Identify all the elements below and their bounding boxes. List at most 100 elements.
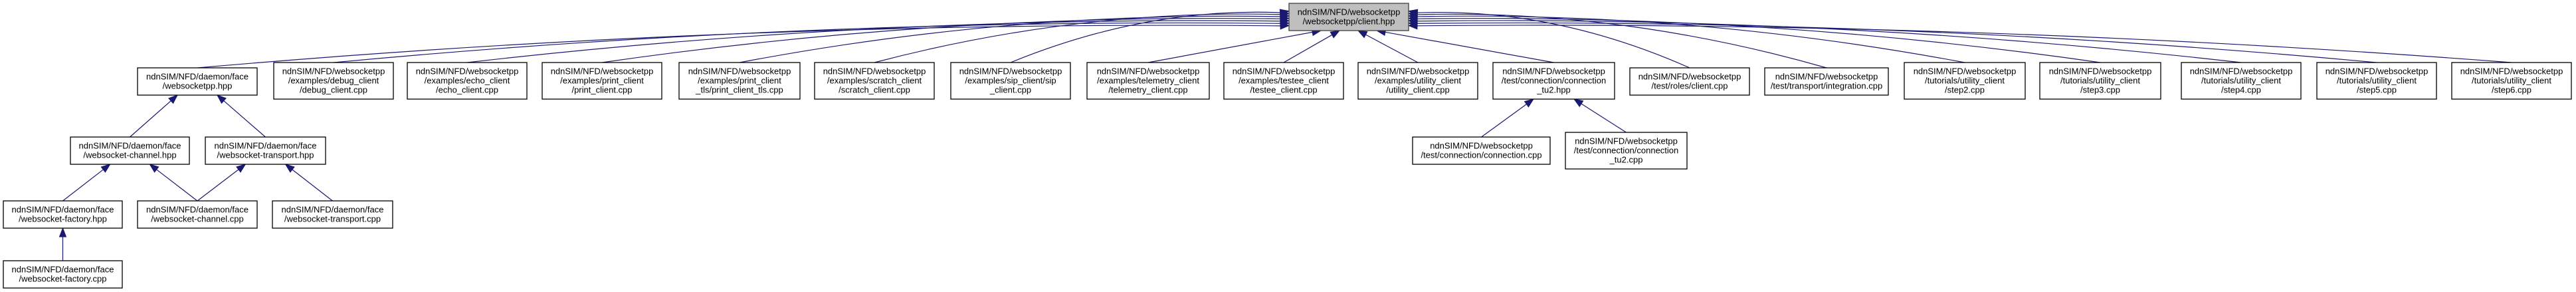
file-node[interactable]: ndnSIM/NFD/daemon/face/websocket-channel…: [70, 136, 190, 165]
node-box[interactable]: [1565, 132, 1688, 170]
file-node[interactable]: ndnSIM/NFD/websocketpp/tutorials/utility…: [1904, 62, 2026, 100]
file-node[interactable]: ndnSIM/NFD/websocketpp/test/roles/client…: [1629, 67, 1750, 96]
node-box[interactable]: [950, 62, 1071, 100]
edge-sip_client-to-client_hpp: [1010, 11, 1281, 63]
node-box[interactable]: [1223, 62, 1344, 100]
file-node[interactable]: ndnSIM/NFD/websocketpp/test/connection/c…: [1565, 132, 1688, 170]
node-box[interactable]: [1086, 62, 1210, 100]
node-box[interactable]: [1764, 67, 1889, 96]
node-box[interactable]: [1357, 62, 1478, 100]
file-node[interactable]: ndnSIM/NFD/websocketpp/tutorials/utility…: [2451, 62, 2572, 100]
file-node[interactable]: ndnSIM/NFD/websocketpp/tutorials/utility…: [2181, 62, 2302, 100]
edge-step6-to-client_hpp: [1417, 25, 2512, 63]
node-label-line: _tu2.hpp: [1536, 85, 1571, 95]
file-node[interactable]: ndnSIM/NFD/websocketpp/examples/echo_cli…: [407, 62, 528, 100]
edge-telemetry_client-to-client_hpp: [1147, 31, 1313, 63]
node-label-line: ndnSIM/NFD/daemon/face: [12, 205, 114, 215]
file-node[interactable]: ndnSIM/NFD/websocketpp/examples/scratch_…: [814, 62, 935, 100]
node-label-line: ndnSIM/NFD/daemon/face: [282, 205, 384, 215]
node-box[interactable]: [137, 67, 258, 96]
node-label-line: ndnSIM/NFD/websocketpp: [1367, 67, 1470, 76]
file-node[interactable]: ndnSIM/NFD/daemon/face/websocket-channel…: [137, 200, 258, 229]
arrowhead-icon: [1573, 98, 1584, 108]
node-label-line: /test/connection/connection.cpp: [1421, 150, 1541, 160]
node-label-line: /examples/testee_client: [1238, 76, 1329, 86]
file-node[interactable]: ndnSIM/NFD/daemon/face/websocket-factory…: [3, 260, 123, 289]
arrowhead-icon: [284, 164, 295, 173]
file-node[interactable]: ndnSIM/NFD/websocketpp/examples/telemetr…: [1086, 62, 1210, 100]
file-node[interactable]: ndnSIM/NFD/daemon/face/websocket-transpo…: [272, 200, 393, 229]
file-node[interactable]: ndnSIM/NFD/websocketpp/examples/print_cl…: [678, 62, 801, 100]
node-box[interactable]: [3, 260, 123, 289]
file-node[interactable]: ndnSIM/NFD/websocketpp/examples/utility_…: [1357, 62, 1478, 100]
node-box[interactable]: [2451, 62, 2572, 100]
edge-connection_cpp-to-connection_tu2_hpp: [1481, 104, 1527, 138]
node-label-line: ndnSIM/NFD/websocketpp: [823, 67, 926, 76]
edge-step4-to-client_hpp: [1417, 20, 2242, 63]
node-label-line: _client.cpp: [989, 85, 1031, 95]
arrowhead-icon: [58, 227, 67, 237]
edge-ws_factory_hpp-to-ws_channel_hpp: [62, 169, 104, 202]
node-box[interactable]: [70, 136, 190, 165]
arrowhead-icon: [1279, 9, 1290, 17]
file-node[interactable]: ndnSIM/NFD/websocketpp/test/connection/c…: [1412, 136, 1551, 165]
file-node[interactable]: ndnSIM/NFD/websocketpp/examples/debug_cl…: [273, 62, 394, 100]
edge-ws_channel_hpp-to-face_websocketpp_hpp: [130, 100, 171, 138]
edge-ws_channel_cpp-to-ws_transport_hpp: [197, 169, 239, 202]
node-label-line: /examples/print_client: [560, 76, 644, 86]
edge-ws_transport_hpp-to-face_websocketpp_hpp: [223, 100, 266, 138]
node-box[interactable]: [814, 62, 935, 100]
node-box[interactable]: [1492, 62, 1615, 100]
node-box[interactable]: [1629, 67, 1750, 96]
node-label-line: /websocket-factory.hpp: [19, 214, 107, 224]
root-node[interactable]: ndnSIM/NFD/websocketpp/websocketpp/clien…: [1288, 3, 1409, 31]
node-label-line: /examples/sip_client/sip: [965, 76, 1056, 86]
node-label-line: _tu2.cpp: [1609, 155, 1643, 165]
node-box[interactable]: [205, 136, 326, 165]
arrowhead-icon: [216, 94, 227, 104]
node-label-line: /tutorials/utility_client: [2060, 76, 2140, 86]
node-label-line: ndnSIM/NFD/daemon/face: [215, 141, 317, 151]
node-label-line: ndnSIM/NFD/websocketpp: [959, 67, 1062, 76]
file-node[interactable]: ndnSIM/NFD/daemon/face/websocket-transpo…: [205, 136, 326, 165]
file-node[interactable]: ndnSIM/NFD/daemon/face/websocket-factory…: [3, 200, 123, 229]
edge-echo_client-to-client_hpp: [466, 20, 1281, 63]
node-box[interactable]: [1904, 62, 2026, 100]
node-label-line: ndnSIM/NFD/websocketpp: [688, 67, 791, 76]
file-node[interactable]: ndnSIM/NFD/websocketpp/tutorials/utility…: [2039, 62, 2161, 100]
file-node[interactable]: ndnSIM/NFD/websocketpp/examples/sip_clie…: [950, 62, 1071, 100]
node-label-line: /examples/scratch_client: [827, 76, 922, 86]
node-label-line: /websocket-transport.cpp: [284, 214, 381, 224]
node-label-line: ndnSIM/NFD/websocketpp: [416, 67, 519, 76]
node-box[interactable]: [272, 200, 393, 229]
node-box[interactable]: [137, 200, 258, 229]
arrowhead-icon: [100, 164, 111, 173]
file-node[interactable]: ndnSIM/NFD/websocketpp/test/connection/c…: [1492, 62, 1615, 100]
file-node[interactable]: ndnSIM/NFD/websocketpp/test/transport/in…: [1764, 67, 1889, 96]
node-box[interactable]: [678, 62, 801, 100]
node-label-line: /examples/telemetry_client: [1097, 76, 1199, 86]
node-box[interactable]: [542, 62, 662, 100]
node-label-line: ndnSIM/NFD/websocketpp: [551, 67, 654, 76]
node-label-line: /examples/debug_client: [288, 76, 379, 86]
node-label-line: /debug_client.cpp: [300, 85, 367, 95]
node-box[interactable]: [2316, 62, 2437, 100]
arrowhead-icon: [1407, 22, 1418, 30]
node-box[interactable]: [3, 200, 123, 229]
node-box[interactable]: [407, 62, 528, 100]
edge-roles_client-to-client_hpp: [1417, 11, 1690, 69]
node-box[interactable]: [273, 62, 394, 100]
file-node[interactable]: ndnSIM/NFD/websocketpp/examples/testee_c…: [1223, 62, 1344, 100]
arrowhead-icon: [1330, 30, 1341, 39]
file-node[interactable]: ndnSIM/NFD/websocketpp/examples/print_cl…: [542, 62, 662, 100]
node-box[interactable]: [2039, 62, 2161, 100]
arrowhead-icon: [168, 94, 179, 104]
node-box[interactable]: [1288, 3, 1409, 31]
file-node[interactable]: ndnSIM/NFD/websocketpp/tutorials/utility…: [2316, 62, 2437, 100]
node-label-line: /echo_client.cpp: [436, 85, 498, 95]
node-box[interactable]: [1412, 136, 1551, 165]
node-label-line: /tutorials/utility_client: [2337, 76, 2417, 86]
node-box[interactable]: [2181, 62, 2302, 100]
file-node[interactable]: ndnSIM/NFD/daemon/face/websocketpp.hpp: [137, 67, 258, 96]
